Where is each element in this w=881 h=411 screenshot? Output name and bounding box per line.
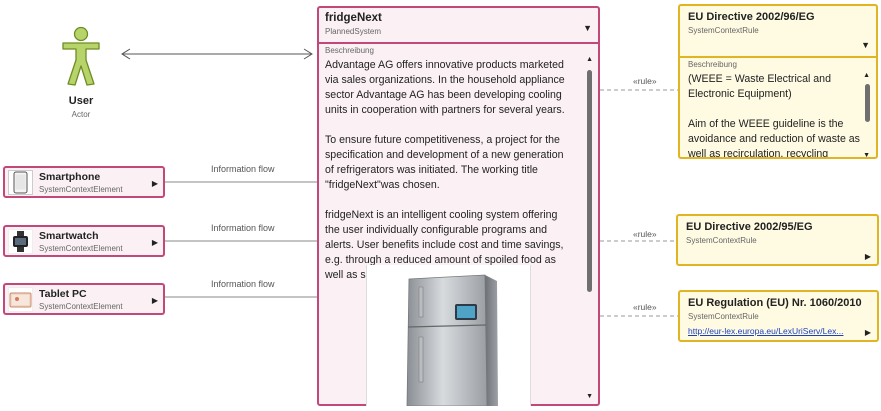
expand-arrow-icon[interactable]: ▶: [151, 179, 158, 188]
collapse-caret-icon[interactable]: ▼: [583, 23, 592, 33]
expand-arrow-icon[interactable]: ▶: [151, 296, 158, 305]
element-name: Tablet PC: [39, 288, 87, 300]
rule-name: EU Regulation (EU) Nr. 1060/2010: [688, 297, 862, 309]
context-element-smartwatch[interactable]: Smartwatch SystemContextElement ▶: [3, 225, 165, 257]
info-flow-label: Information flow: [211, 223, 275, 233]
info-flow-label: Information flow: [211, 279, 275, 289]
rule-stereotype-label: «rule»: [633, 302, 657, 312]
info-flow-label: Information flow: [211, 164, 275, 174]
scrollbar-thumb[interactable]: [587, 70, 592, 292]
scroll-up-arrow-icon[interactable]: ▲: [586, 56, 593, 63]
rule-node-eu-directive-2002-95[interactable]: EU Directive 2002/95/EG SystemContextRul…: [676, 214, 879, 266]
description-paragraph: Advantage AG offers innovative products …: [325, 59, 565, 116]
expand-arrow-icon[interactable]: ▶: [151, 238, 158, 247]
actor-name: User: [68, 95, 94, 107]
scrollbar-thumb[interactable]: [865, 84, 870, 122]
description-paragraph: Aim of the WEEE guideline is the avoidan…: [688, 118, 860, 159]
rule-node-eu-regulation-1060-2010[interactable]: EU Regulation (EU) Nr. 1060/2010 SystemC…: [678, 290, 879, 342]
expand-arrow-icon[interactable]: ▶: [864, 252, 871, 261]
scroll-down-arrow-icon[interactable]: ▼: [586, 393, 593, 400]
rule-type: SystemContextRule: [688, 312, 759, 321]
expand-arrow-icon[interactable]: ▶: [864, 328, 871, 337]
rule-name: EU Directive 2002/96/EG: [688, 11, 815, 23]
description-label: Beschreibung: [325, 46, 374, 55]
fridge-image: [366, 265, 531, 407]
divider: [680, 56, 876, 58]
collapse-caret-icon[interactable]: ▼: [861, 40, 870, 50]
description-paragraph: (WEEE = Waste Electrical and Electronic …: [688, 73, 831, 100]
rule-name: EU Directive 2002/95/EG: [686, 221, 813, 233]
description-label: Beschreibung: [688, 60, 737, 69]
system-description: Advantage AG offers innovative products …: [325, 58, 573, 298]
smartphone-icon: [8, 170, 33, 195]
rule-node-eu-directive-2002-96[interactable]: EU Directive 2002/96/EG SystemContextRul…: [678, 4, 878, 159]
element-type: SystemContextElement: [39, 244, 123, 253]
rule-type: SystemContextRule: [686, 236, 757, 245]
rule-link[interactable]: http://eur-lex.europa.eu/LexUriServ/Lex.…: [688, 326, 844, 336]
scroll-up-arrow-icon[interactable]: ▲: [863, 72, 870, 79]
rule-stereotype-label: «rule»: [633, 76, 657, 86]
rule-type: SystemContextRule: [688, 26, 759, 35]
smartwatch-icon: [8, 229, 33, 254]
rule-stereotype-label: «rule»: [633, 229, 657, 239]
description-paragraph: To ensure future competitiveness, a proj…: [325, 134, 564, 191]
element-name: Smartwatch: [39, 230, 99, 242]
context-element-tablet[interactable]: Tablet PC SystemContextElement ▶: [3, 283, 165, 315]
actor-type: Actor: [71, 110, 91, 119]
element-type: SystemContextElement: [39, 302, 123, 311]
element-type: SystemContextElement: [39, 185, 123, 194]
scroll-down-arrow-icon[interactable]: ▼: [863, 152, 870, 159]
system-title: fridgeNext: [325, 12, 382, 24]
element-name: Smartphone: [39, 171, 101, 183]
actor-icon: [62, 26, 100, 86]
context-element-smartphone[interactable]: Smartphone SystemContextElement ▶: [3, 166, 165, 198]
description-paragraph: fridgeNext is an intelligent cooling sys…: [325, 209, 564, 281]
actor-arrowhead-right: [303, 48, 313, 60]
divider: [319, 42, 598, 44]
actor-arrowhead-left: [121, 48, 131, 60]
rule-description: (WEEE = Waste Electrical and Electronic …: [688, 72, 860, 159]
system-type: PlannedSystem: [325, 27, 382, 36]
tablet-icon: [8, 287, 33, 312]
